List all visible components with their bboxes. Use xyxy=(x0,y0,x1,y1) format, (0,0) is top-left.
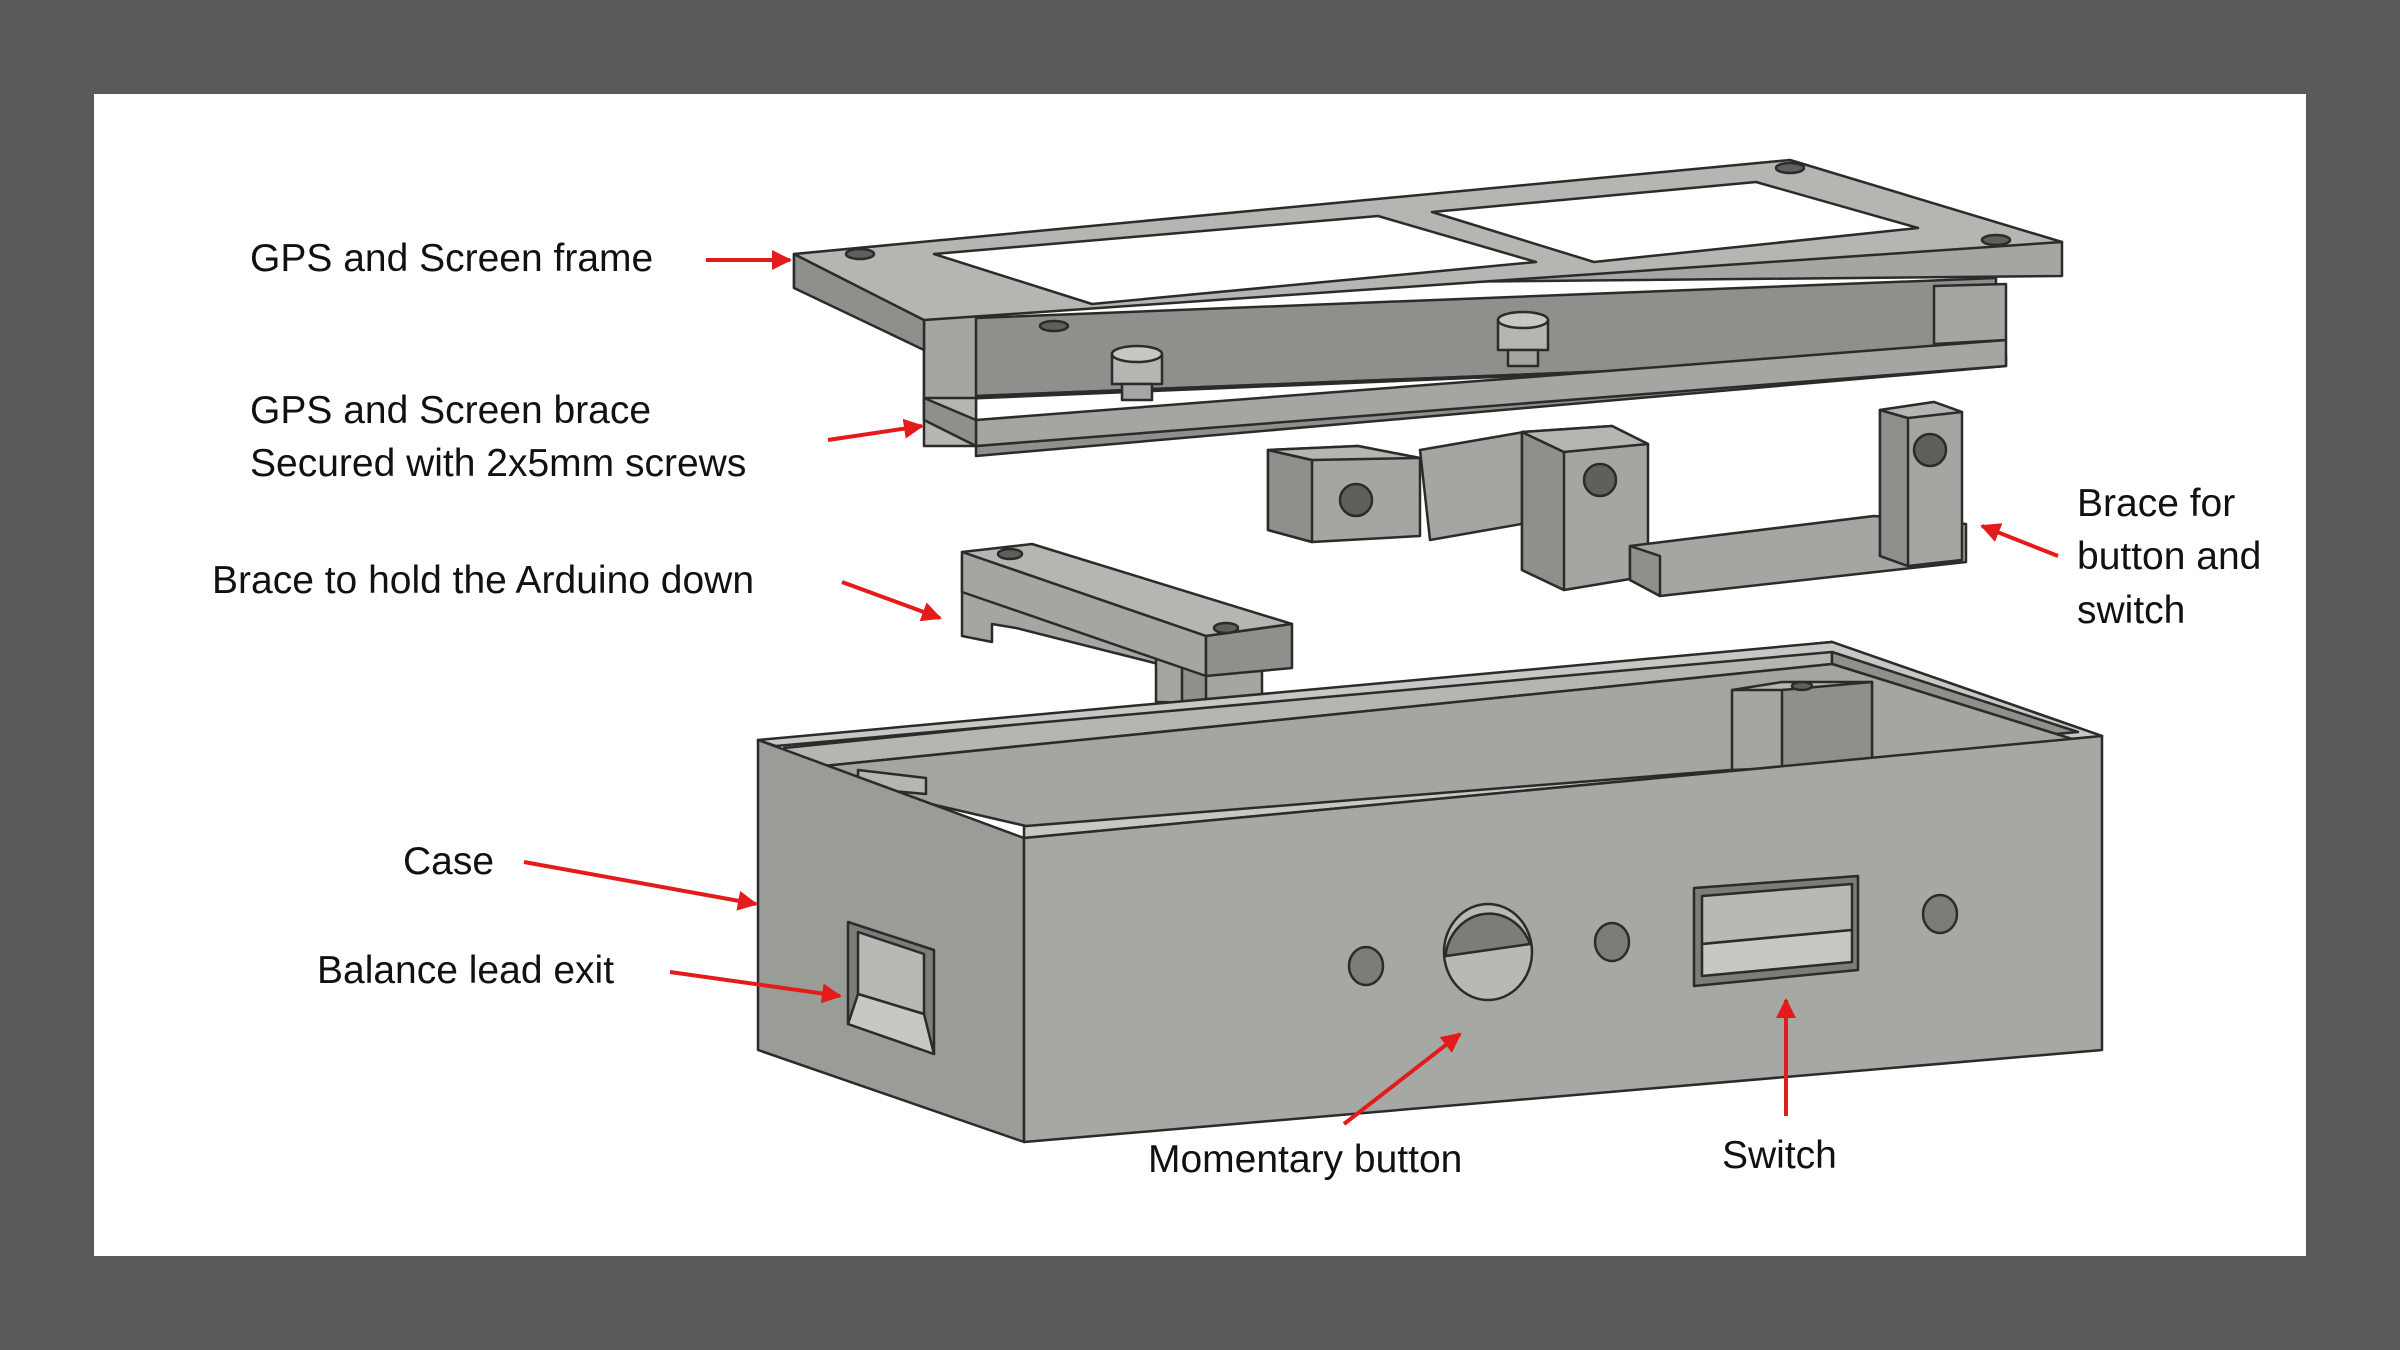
arrow-gps-brace xyxy=(827,418,924,442)
label-gps-screen-brace-screws: Secured with 2x5mm screws xyxy=(250,442,747,485)
arduino-brace xyxy=(960,542,1294,706)
arrow-momentary-button xyxy=(1342,1032,1462,1126)
momentary-button-hole xyxy=(1442,902,1534,1002)
label-gps-screen-frame: GPS and Screen frame xyxy=(250,237,654,280)
label-gps-screen-brace: GPS and Screen brace xyxy=(250,389,652,432)
arrow-arduino-brace xyxy=(841,580,942,622)
label-arduino-brace: Brace to hold the Arduino down xyxy=(212,559,755,602)
gps-screen-frame xyxy=(792,158,2064,458)
label-switch: Switch xyxy=(1722,1134,1837,1177)
arrow-balance-lead xyxy=(669,970,842,1004)
gps-window xyxy=(932,214,1538,306)
standoff xyxy=(1110,344,1164,402)
brace-button-switch xyxy=(1266,400,1968,598)
label-button-and: button and xyxy=(2077,535,2262,578)
screen-window xyxy=(1430,180,1920,264)
label-case: Case xyxy=(403,840,495,883)
label-switch-brace: switch xyxy=(2077,589,2186,632)
arrow-case xyxy=(523,860,758,911)
label-brace-for: Brace for xyxy=(2077,482,2236,525)
arrow-brace-button xyxy=(1980,523,2059,558)
gps-screen-brace xyxy=(922,237,2008,458)
case-body xyxy=(756,640,2104,1144)
label-balance-lead-exit: Balance lead exit xyxy=(317,949,615,992)
balance-lead-exit-port xyxy=(846,920,936,1056)
label-momentary-button: Momentary button xyxy=(1148,1138,1463,1181)
annotation-arrows xyxy=(523,250,2059,1126)
switch-cutout xyxy=(1692,874,1860,988)
standoff xyxy=(1496,310,1550,368)
